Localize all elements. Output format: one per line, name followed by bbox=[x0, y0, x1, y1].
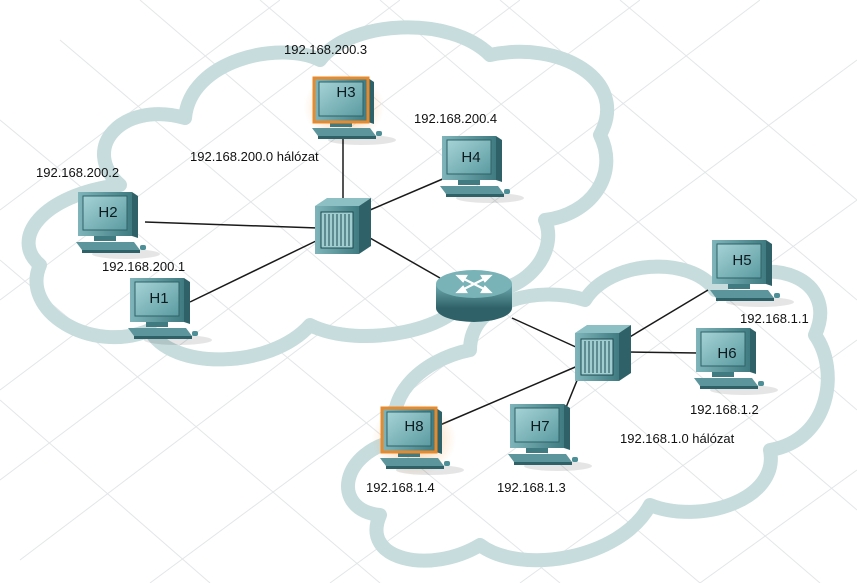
switch-2[interactable] bbox=[575, 325, 631, 381]
link-h2-switch1 bbox=[144, 221, 319, 229]
link-router-switch2 bbox=[511, 317, 579, 349]
host-h2-ip: 192.168.200.2 bbox=[36, 165, 120, 180]
links bbox=[144, 135, 709, 426]
host-h8-name: H8 bbox=[404, 418, 423, 435]
router[interactable] bbox=[436, 270, 512, 322]
host-h4-name: H4 bbox=[461, 149, 480, 166]
cloud-network-top bbox=[21, 20, 614, 367]
host-h1[interactable]: H1 bbox=[127, 277, 213, 346]
host-h6-ip: 192.168.1.2 bbox=[690, 402, 759, 417]
host-h5[interactable]: H5 bbox=[709, 239, 795, 308]
host-h3-ip: 192.168.200.3 bbox=[284, 42, 368, 57]
host-h3[interactable]: H3 bbox=[311, 76, 397, 146]
host-h5-ip: 192.168.1.1 bbox=[740, 311, 809, 326]
host-h7-ip: 192.168.1.3 bbox=[497, 480, 566, 495]
link-switch1-router bbox=[369, 237, 441, 279]
link-h4-switch1 bbox=[369, 177, 446, 211]
link-h8-switch2 bbox=[439, 364, 581, 426]
link-h5-switch2 bbox=[627, 289, 709, 339]
host-h6-name: H6 bbox=[717, 345, 736, 362]
host-h7-name: H7 bbox=[530, 418, 549, 435]
host-h6[interactable]: H6 bbox=[693, 327, 779, 396]
host-h5-name: H5 bbox=[732, 252, 751, 269]
host-h4[interactable]: H4 bbox=[439, 135, 525, 204]
host-h8-ip: 192.168.1.4 bbox=[366, 480, 435, 495]
host-h3-name: H3 bbox=[336, 84, 355, 101]
router-arrows-icon bbox=[455, 274, 493, 294]
link-h7-switch2 bbox=[564, 377, 579, 411]
network-bottom-label: 192.168.1.0 hálózat bbox=[620, 431, 735, 446]
host-h1-name: H1 bbox=[149, 290, 168, 307]
link-h1-switch1 bbox=[189, 239, 319, 303]
host-h1-ip: 192.168.200.1 bbox=[102, 259, 186, 274]
switch-1[interactable] bbox=[315, 198, 371, 254]
h3-highlight-border bbox=[312, 76, 370, 124]
host-h8[interactable]: H8 bbox=[379, 406, 465, 476]
network-top-label: 192.168.200.0 hálózat bbox=[190, 149, 319, 164]
h8-highlight-border bbox=[380, 406, 438, 454]
host-h2[interactable]: H2 bbox=[75, 191, 161, 260]
host-h2-name: H2 bbox=[98, 204, 117, 221]
host-h7[interactable]: H7 bbox=[507, 403, 593, 472]
cloud-network-bottom bbox=[341, 259, 835, 568]
host-h4-ip: 192.168.200.4 bbox=[414, 111, 498, 126]
link-h6-switch2 bbox=[627, 351, 699, 354]
